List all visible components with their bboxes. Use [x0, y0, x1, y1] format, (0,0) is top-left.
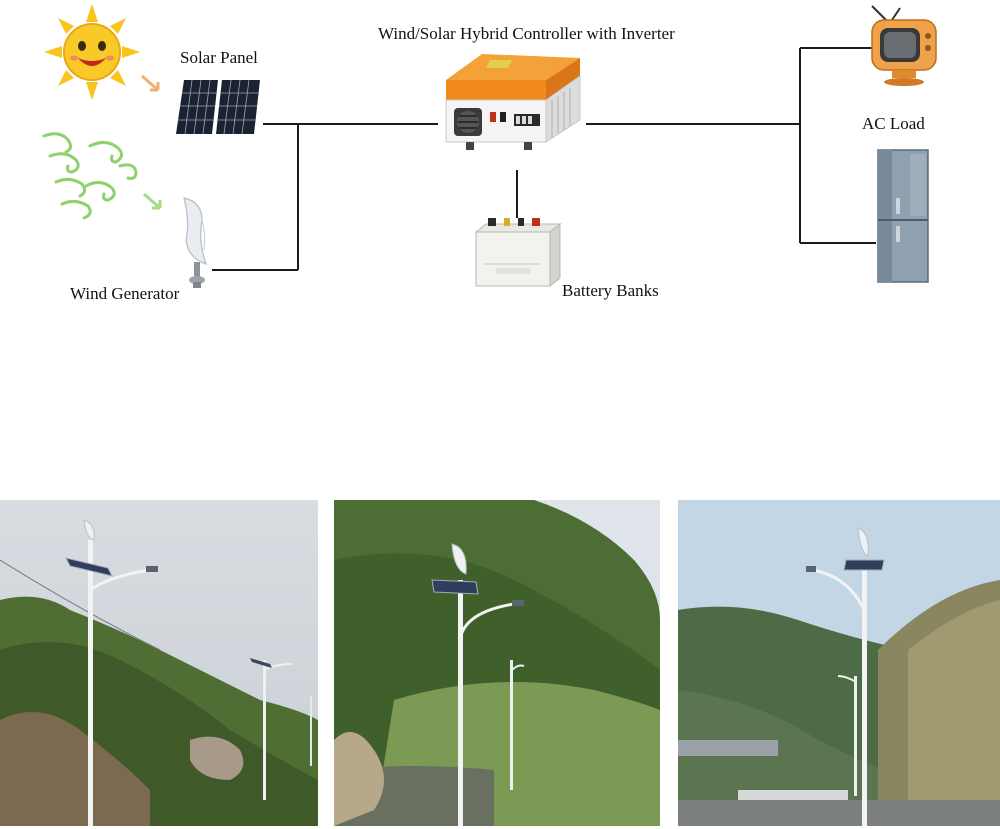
controller-inverter-icon — [445, 54, 581, 150]
controller-label: Wind/Solar Hybrid Controller with Invert… — [378, 24, 675, 43]
tv-icon — [871, 5, 937, 86]
wind-turbine-icon — [183, 197, 207, 288]
ac-load-label: AC Load — [862, 114, 925, 133]
battery-icon — [474, 218, 562, 288]
street-light-photo-3 — [678, 500, 1000, 826]
sun-icon — [44, 4, 140, 100]
hybrid-system-diagram: Solar Panel Wind/Solar Hybrid Controller… — [0, 0, 1000, 310]
battery-banks-label: Battery Banks — [562, 281, 659, 300]
wind-icon — [42, 132, 138, 220]
street-light-photo-2 — [334, 500, 660, 826]
sun-arrow-icon — [141, 74, 160, 92]
refrigerator-icon — [877, 149, 929, 283]
street-light-photo-1 — [0, 500, 318, 826]
wiring-lines — [212, 47, 876, 271]
solar-panel-icon — [176, 79, 260, 135]
wind-generator-label: Wind Generator — [70, 284, 180, 303]
solar-panel-label: Solar Panel — [180, 48, 258, 67]
wind-arrow-icon — [143, 192, 162, 210]
